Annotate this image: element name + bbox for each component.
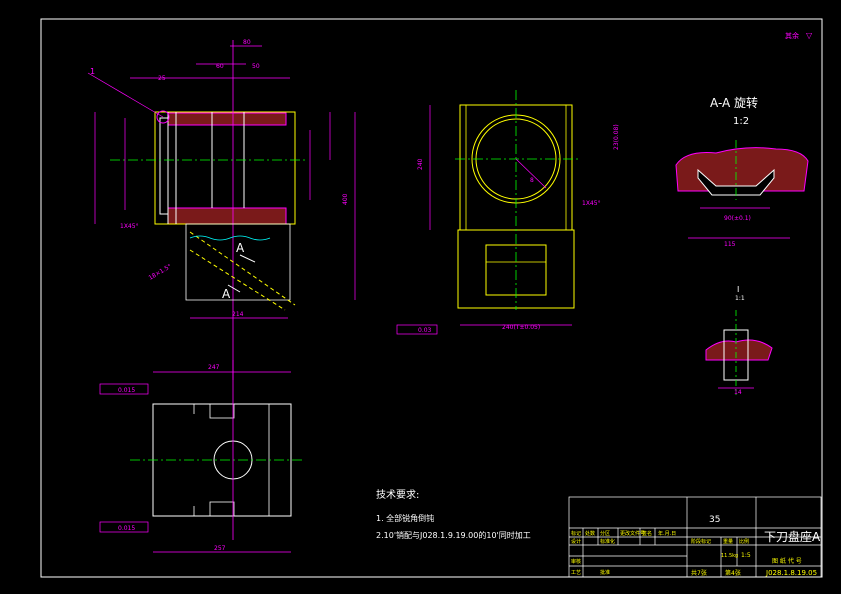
title-col-date: 年.月.日 (658, 530, 676, 537)
detail-scale: 1:1 (735, 295, 745, 302)
section-title-aa: A-A 旋转 (710, 95, 758, 110)
title-std-label: 标准化 (600, 538, 615, 545)
dim-25: 25 (158, 75, 166, 82)
dim-257: 257 (214, 545, 226, 552)
drawing-frame (40, 18, 823, 578)
title-row-design: 设计 (571, 538, 581, 545)
dim-14: 14 (734, 389, 742, 396)
tol-015-top: 0.015 (118, 387, 135, 394)
title-scale-value: 1:5 (741, 552, 751, 559)
dim-247: 247 (208, 364, 220, 371)
title-weight: 35 (709, 515, 720, 525)
dim-60: 60 (216, 63, 224, 70)
title-stage-label: 阶段标记 (691, 538, 711, 545)
title-col-sign: 签名 (642, 530, 652, 537)
dim-214: 214 (232, 311, 244, 318)
detail-label: I (737, 285, 739, 294)
title-drawing-no-label: 图 纸 代 号 (772, 557, 802, 565)
plan-view (99, 360, 305, 553)
dim-240-tol: 240(T±0.05) (502, 324, 540, 331)
dim-23: 23(0.08) (613, 124, 620, 150)
title-col-zone: 分区 (600, 530, 610, 537)
title-drawing-no: J028.1.8.19.05 (765, 569, 817, 577)
corner-roughness-note: 其余 (785, 31, 799, 40)
tech-req-title: 技术要求: (376, 488, 419, 501)
dim-90: 90(±0.1) (724, 215, 751, 222)
dim-8: 8 (530, 177, 534, 184)
dim-chamfer-2: 1X45° (582, 200, 601, 207)
title-col-count: 处数 (585, 530, 595, 537)
dim-115: 115 (724, 241, 736, 248)
title-row-review: 审核 (571, 558, 581, 565)
title-block (568, 496, 822, 578)
title-row-process: 工艺 (571, 570, 581, 576)
detail-i-view (705, 310, 773, 395)
title-sheets-total: 共7张 (691, 569, 707, 577)
dim-80-top: 80 (243, 39, 251, 46)
dim-400: 400 (342, 193, 349, 205)
tech-req-item-2: 2.10'销配与J028.1.9.19.00的10'同时加工 (376, 530, 531, 540)
dim-angle: 18×1.5° (148, 263, 173, 282)
section-arrow-label-a2: A (222, 287, 231, 301)
roughness-symbol-icon: ▽ (806, 31, 813, 40)
tol-015-bottom: 0.015 (118, 525, 135, 532)
title-row-mark: 标记 (571, 530, 581, 537)
front-section-view (87, 40, 356, 380)
section-arrow-label-a: A (236, 241, 245, 255)
title-sheet-no: 第4张 (725, 569, 741, 577)
title-weight-value: 11.5kg (721, 553, 738, 559)
section-aa-view (675, 140, 809, 239)
tol-003: 0.03 (418, 327, 432, 334)
dim-240: 240 (417, 158, 424, 170)
side-view (396, 90, 580, 335)
tech-req-item-1: 1. 全部锐角倒钝 (376, 513, 434, 523)
section-scale: 1:2 (733, 116, 749, 127)
title-scale-label: 比例 (739, 538, 749, 545)
dim-chamfer-1: 1X45° (120, 223, 139, 230)
dim-50: 50 (252, 63, 260, 70)
title-part-name: 下刀盘座A (764, 529, 821, 544)
title-weight-label: 重量 (723, 538, 733, 545)
title-col-change: 更改文件号 (620, 530, 645, 537)
leader-label-1: 1 (90, 67, 95, 76)
title-approve-label: 批准 (600, 569, 610, 576)
